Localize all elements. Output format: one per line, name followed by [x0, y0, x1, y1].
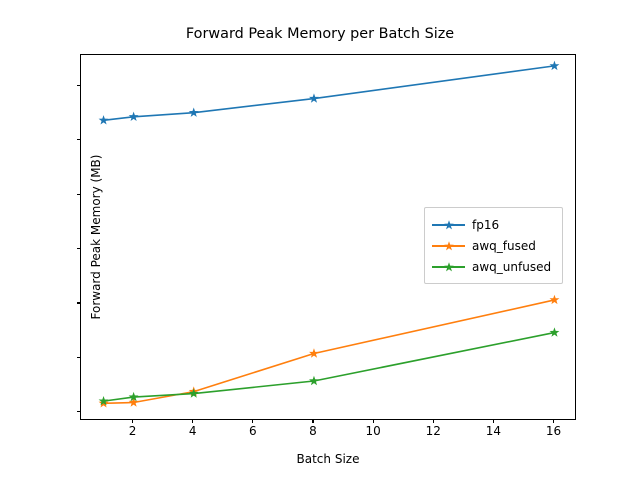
data-point-marker — [309, 375, 319, 386]
data-point-marker — [128, 397, 139, 407]
y-tick-mark — [76, 139, 80, 141]
series-plot — [98, 60, 560, 408]
data-point-marker — [98, 395, 109, 406]
legend-swatch-fp16 — [432, 218, 465, 232]
chart-title: Forward Peak Memory per Batch Size — [185, 26, 455, 42]
legend-swatch-awq-fused — [432, 239, 465, 253]
data-point-marker — [309, 93, 319, 103]
x-tick-mark — [132, 419, 134, 423]
legend-marker-icon — [443, 219, 454, 229]
x-tick-label: 16 — [545, 424, 562, 438]
data-point-marker — [188, 388, 199, 398]
series-line-awq_unfused — [103, 331, 555, 402]
y-tick-mark — [76, 302, 80, 304]
series-line-awq_fused — [103, 299, 555, 405]
legend-label: awq_unfused — [472, 259, 552, 274]
data-point-marker — [98, 115, 109, 125]
x-tick-label: 14 — [485, 424, 501, 438]
data-point-marker — [128, 391, 139, 402]
legend-item: fp16 — [432, 214, 555, 235]
data-point-marker — [309, 348, 319, 358]
x-tick-label: 8 — [309, 424, 317, 438]
x-tick-mark — [552, 419, 555, 423]
x-tick-mark — [372, 419, 374, 423]
legend-marker-icon — [443, 240, 454, 250]
x-tick-mark — [252, 419, 254, 423]
x-tick-label: 10 — [365, 424, 381, 438]
data-point-marker — [549, 60, 560, 71]
x-tick-mark — [192, 419, 194, 423]
legend-marker-icon — [443, 261, 454, 271]
data-point-marker — [188, 107, 199, 117]
x-tick-label: 12 — [425, 424, 441, 438]
x-tick-mark — [432, 419, 434, 423]
data-point-marker — [549, 294, 560, 305]
data-point-marker — [549, 327, 560, 337]
legend-item: awq_fused — [432, 235, 555, 256]
x-tick-label: 6 — [249, 424, 257, 438]
legend-label: fp16 — [472, 217, 500, 232]
legend-label: awq_fused — [472, 238, 536, 253]
x-tick-mark — [492, 419, 494, 423]
legend-swatch-awq-unfused — [432, 260, 465, 274]
x-tick-label: 2 — [128, 424, 137, 438]
y-tick-mark — [76, 84, 80, 86]
series-line-fp16 — [103, 65, 555, 122]
data-point-marker — [128, 111, 139, 121]
chart-legend: fp16 awq_fused awq_unfused — [424, 207, 563, 284]
x-tick-label: 4 — [188, 424, 197, 438]
y-tick-mark — [76, 411, 80, 413]
y-tick-mark — [76, 248, 80, 250]
x-tick-mark — [312, 419, 314, 423]
legend-item: awq_unfused — [432, 256, 555, 277]
y-tick-mark — [76, 356, 80, 358]
y-tick-mark — [76, 193, 80, 195]
x-axis-label: Batch Size — [296, 452, 360, 466]
